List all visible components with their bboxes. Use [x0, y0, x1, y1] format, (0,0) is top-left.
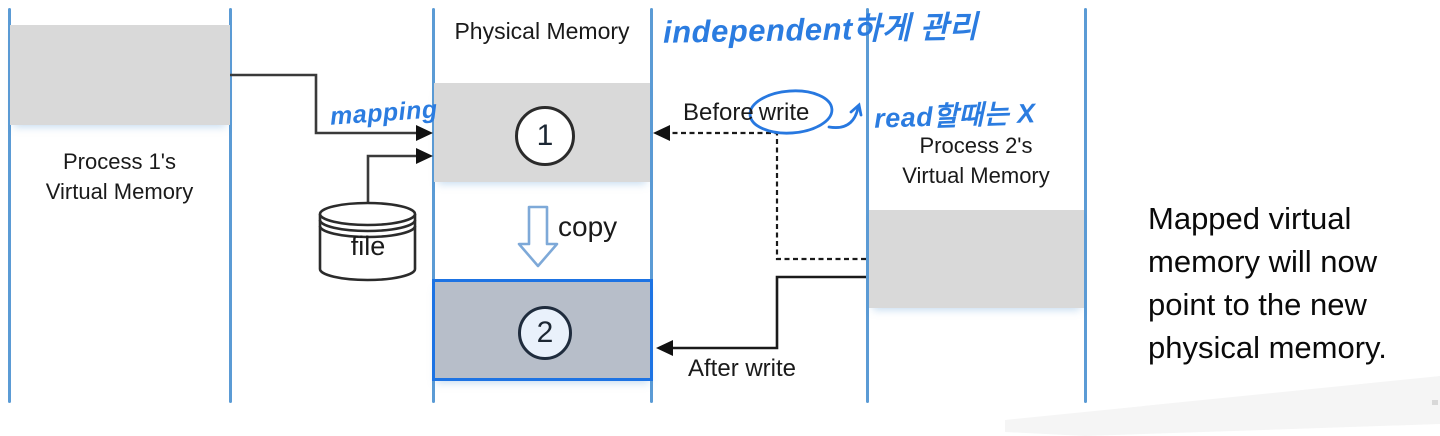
process1-mapped-block	[10, 25, 230, 125]
process2-right-line	[1084, 8, 1087, 403]
after-write-label: After write	[688, 355, 797, 382]
copy-label: copy	[558, 211, 618, 242]
process2-mapped-block	[869, 210, 1084, 308]
side-note-line2: memory will now	[1148, 244, 1378, 279]
side-note-line1: Mapped virtual	[1148, 201, 1352, 236]
process2-label-line1: Process 2's	[919, 133, 1033, 158]
process1-left-line	[8, 8, 11, 403]
side-note-line3: point to the new	[1148, 287, 1367, 322]
process2-label-line2: Virtual Memory	[902, 163, 1050, 188]
process2-label: Process 2's Virtual Memory	[867, 131, 1085, 191]
process1-label: Process 1's Virtual Memory	[9, 147, 230, 207]
physical-right-line	[650, 8, 653, 403]
physical-left-line	[432, 8, 435, 403]
read-annotation: read할때는 X	[873, 98, 1037, 134]
physical-memory-title: Physical Memory	[454, 18, 630, 44]
before-write-circled-word: write	[758, 99, 810, 126]
page1-circle: 1	[515, 106, 575, 166]
side-note-line4: physical memory.	[1148, 330, 1387, 365]
artifact-wedge	[1005, 376, 1440, 436]
process2-left-line	[866, 8, 869, 403]
page2-number: 2	[536, 316, 554, 349]
process1-label-line1: Process 1's	[62, 149, 177, 174]
file-arrow	[366, 148, 433, 204]
file-label: file	[350, 231, 386, 261]
copy-arrow-icon	[517, 205, 559, 268]
page2-circle: 2	[518, 306, 572, 360]
process1-right-line	[229, 8, 232, 403]
page1-number: 1	[536, 119, 554, 152]
before-write-arrow	[653, 125, 866, 261]
mapping-annotation: mapping	[329, 95, 439, 131]
side-note: Mapped virtual memory will now point to …	[1148, 197, 1387, 369]
independent-annotation: independent하게 관리	[662, 9, 979, 50]
physical-page2-block	[432, 279, 653, 381]
artifact-speck	[1432, 400, 1438, 405]
after-write-arrow	[656, 275, 866, 356]
process1-label-line2: Virtual Memory	[45, 179, 194, 204]
before-write-prefix: Before	[683, 99, 754, 126]
